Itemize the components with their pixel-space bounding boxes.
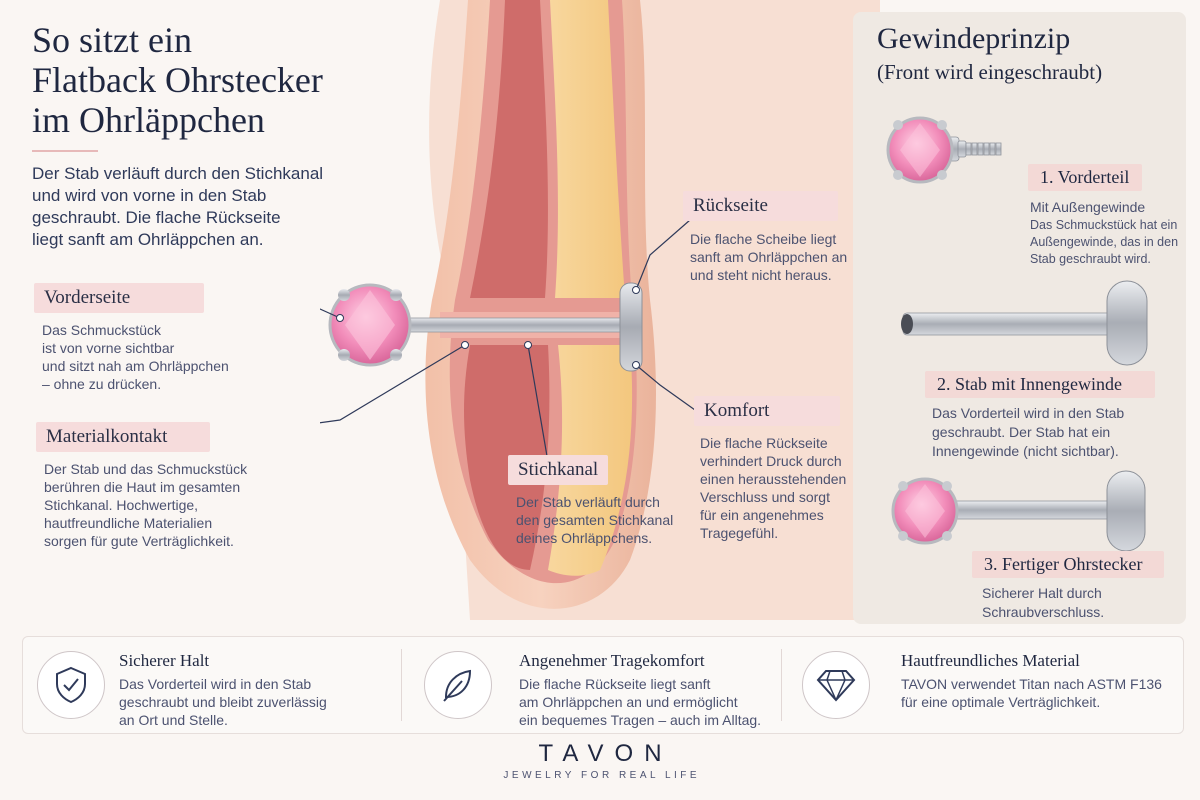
intro-line: und wird von vorne in den Stab [32,186,267,205]
feature-line: an Ort und Stelle. [119,712,228,728]
desc-line: sorgen für gute Verträglichkeit. [44,533,234,549]
step-line: geschraubt. Der Stab hat ein [932,424,1111,440]
step-line: Sicherer Halt durch [982,585,1102,601]
title-line: im Ohrläppchen [32,100,265,140]
step-1-label: 1. Vorderteil [1028,164,1142,191]
feather-icon [424,651,492,719]
tissue-upper-red [470,0,548,298]
feature-secure-hold: Sicherer Halt Das Vorderteil wird in den… [23,637,403,735]
desc-line: für ein angenehmes [700,507,824,523]
feature-bar: Sicherer Halt Das Vorderteil wird in den… [22,636,1184,734]
desc-line: den gesamten Stichkanal [516,512,674,528]
step-3-text: Sicherer Halt durch Schraubverschluss. [982,584,1104,622]
desc-line: ist von vorne sichtbar [42,340,175,356]
step-2-label: 2. Stab mit Innengewinde [925,371,1155,398]
label-materialkontakt: Materialkontakt [36,422,210,452]
step-line: Stab geschraubt wird. [1030,252,1151,266]
feature-title: Hautfreundliches Material [901,651,1080,670]
step-3-label: 3. Fertiger Ohrstecker [972,551,1164,578]
desc-line: – ohne zu drücken. [42,376,162,392]
step-line: Mit Außengewinde [1030,199,1146,215]
tissue-upper-fat [550,0,625,298]
finished-stud-illustration [891,470,1146,552]
intro-line: Der Stab verläuft durch den Stichkanal [32,164,324,183]
feature-line: ein bequemes Tragen – auch im Alltag. [519,712,762,728]
shield-check-icon [37,651,105,719]
intro-line: geschraubt. Die flache Rückseite [32,208,281,227]
feature-line: geschraubt und bleibt zuverlässig [119,694,327,710]
desc-line: verhindert Druck durch [700,453,842,469]
label-vorderseite: Vorderseite [34,283,204,313]
feature-title: Angenehmer Tragekomfort [519,651,705,670]
desc-line: Stichkanal. Hochwertige, [44,497,199,513]
feature-divider [781,649,782,721]
desc-line: einen herausstehenden [700,471,847,487]
feature-title: Sicherer Halt [119,651,210,670]
post-illustration [901,280,1148,366]
feature-comfort: Angenehmer Tragekomfort Die flache Rücks… [408,637,788,735]
desc-line: Der Stab und das Schmuckstück [44,461,248,477]
diamond-icon [802,651,870,719]
desc-line: Die flache Scheibe liegt [690,231,837,247]
page-title: So sitzt ein Flatback Ohrstecker im Ohrl… [32,20,392,140]
desc-line: Tragegefühl. [700,525,779,541]
brand-logo: TAVON [538,740,673,767]
desc-komfort: Die flache Rückseite verhindert Druck du… [700,434,846,542]
desc-vorderseite: Das Schmuckstück ist von vorne sichtbar … [42,321,229,393]
desc-line: deines Ohrläppchens. [516,530,653,546]
desc-line: hautfreundliche Materialien [44,515,213,531]
desc-rueckseite: Die flache Scheibe liegt sanft am Ohrläp… [690,230,847,284]
desc-line: berühren die Haut im gesamten [44,479,241,495]
step-line: Schraubverschluss. [982,604,1105,620]
desc-line: und sitzt nah am Ohrläppchen [42,358,229,374]
desc-line: Die flache Rückseite [700,435,828,451]
panel-subtitle: (Front wird eingeschraubt) [877,60,1103,84]
intro-line: liegt sanft am Ohrläppchen an. [32,230,264,249]
desc-stichkanal: Der Stab verläuft durch den gesamten Sti… [516,493,673,547]
leader-komfort [635,364,696,411]
leader-vorderseite [320,308,341,319]
step-1-text: Mit Außengewinde Das Schmuckstück hat ei… [1030,198,1178,268]
feature-line: am Ohrläppchen an und ermöglicht [519,694,738,710]
front-part-illustration [886,116,1002,184]
leader-rueckseite [635,219,691,291]
feature-line: Das Vorderteil wird in den Stab [119,676,312,692]
step-line: Das Vorderteil wird in den Stab [932,405,1125,421]
post-bar [394,317,631,333]
feature-text: Die flache Rückseite liegt sanft am Ohrl… [519,675,761,729]
desc-line: sanft am Ohrläppchen an [690,249,848,265]
feature-text: TAVON verwendet Titan nach ASTM F136 für… [901,675,1162,711]
desc-line: Das Schmuckstück [42,322,162,338]
desc-materialkontakt: Der Stab und das Schmuckstück berühren d… [44,460,247,550]
tissue-lower-red [464,345,550,570]
intro-text: Der Stab verläuft durch den Stichkanal u… [32,163,362,251]
brand-tagline: JEWELRY FOR REAL LIFE [503,770,701,781]
step-line: Das Schmuckstück hat ein [1030,218,1178,232]
step-line: Außengewinde, das in den [1030,235,1179,249]
feature-text: Das Vorderteil wird in den Stab geschrau… [119,675,327,729]
title-line: Flatback Ohrstecker [32,60,323,100]
feature-line: Die flache Rückseite liegt sanft [519,676,711,692]
title-line: So sitzt ein [32,20,192,60]
desc-line: Verschluss und sorgt [700,489,830,505]
feature-divider [401,649,402,721]
title-divider [32,150,98,152]
panel-title: Gewindeprinzip [877,22,1071,55]
label-stichkanal: Stichkanal [508,455,609,485]
flat-back-disc [619,282,643,372]
feature-material: Hautfreundliches Material TAVON verwende… [788,637,1183,735]
feature-line: TAVON verwendet Titan nach ASTM F136 [901,676,1162,692]
desc-line: Der Stab verläuft durch [516,494,660,510]
feature-line: für eine optimale Verträglichkeit. [901,694,1101,710]
leader-materialkontakt [320,344,466,424]
step-line: Innengewinde (nicht sichtbar). [932,443,1119,459]
label-komfort: Komfort [694,396,840,426]
desc-line: und steht nicht heraus. [690,267,832,283]
label-rueckseite: Rückseite [683,191,838,221]
step-2-text: Das Vorderteil wird in den Stab geschrau… [932,404,1124,461]
leader-stichkanal [527,344,549,463]
